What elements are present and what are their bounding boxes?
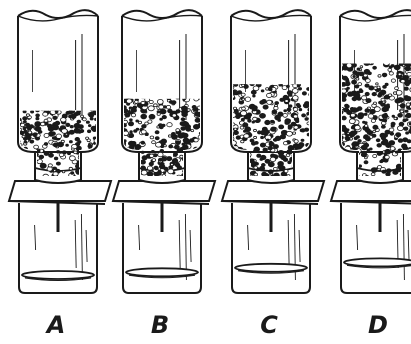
collecting-jar [341, 203, 411, 293]
setup-d: D [331, 10, 411, 339]
support-plate [113, 181, 215, 201]
support-plate [222, 181, 324, 201]
setup-a: A [9, 10, 111, 339]
support-plate [9, 181, 111, 201]
collected-water-surface [235, 264, 307, 272]
collected-water-surface [126, 268, 198, 276]
support-plate [331, 181, 411, 201]
collected-water-surface [344, 258, 411, 266]
setup-c: C [222, 10, 324, 339]
setup-label: C [260, 311, 278, 339]
jar-outline [341, 203, 411, 293]
setup-label: D [368, 311, 388, 339]
setup-label: A [45, 311, 66, 339]
setup-b: B [113, 10, 215, 339]
collected-water-surface [22, 271, 94, 279]
setup-label: B [151, 311, 169, 339]
